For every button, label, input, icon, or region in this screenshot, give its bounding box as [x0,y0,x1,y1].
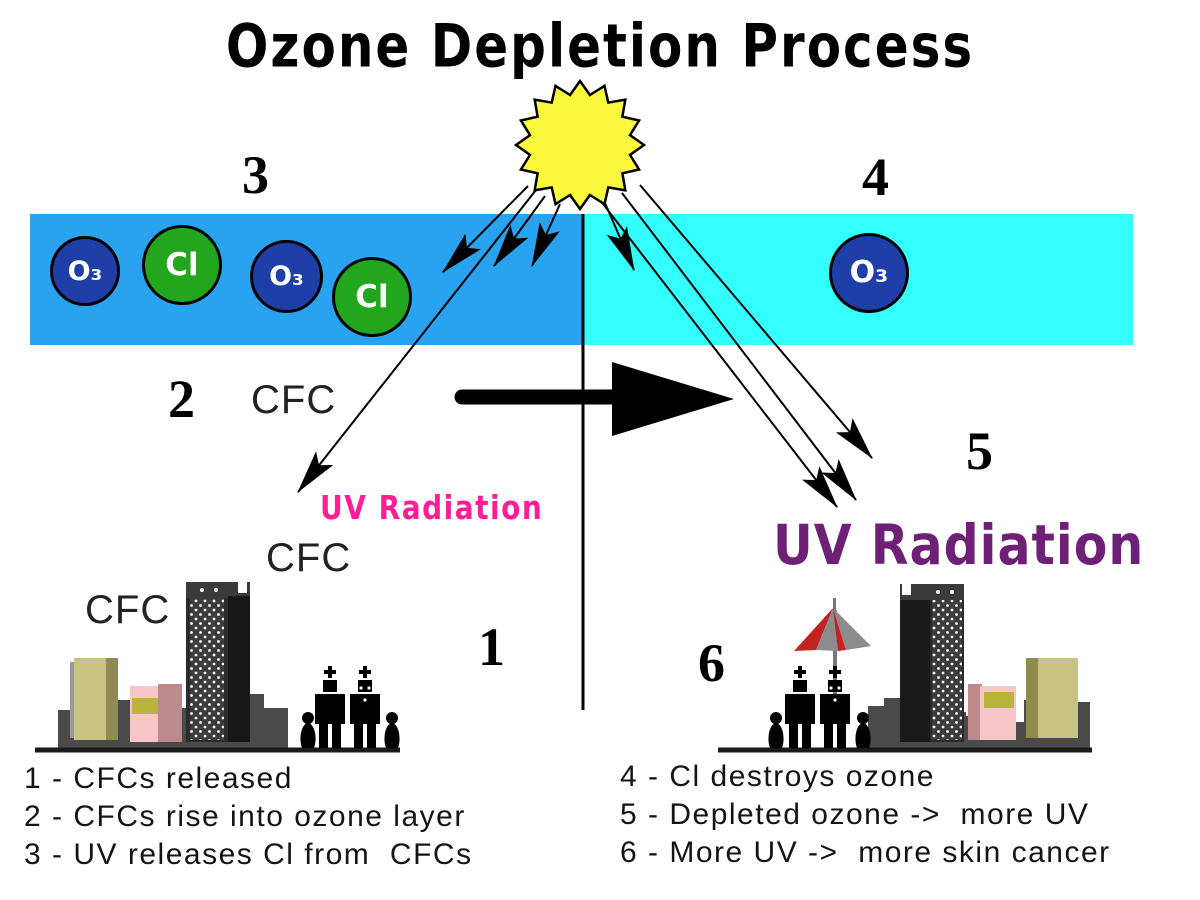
legend-item-4: 4 - Cl destroys ozone [620,760,935,793]
person-adult [315,666,345,748]
skyscraper-top-dot [214,588,218,592]
sunray-arrows-right [599,184,873,508]
step-number-4: 4 [862,147,889,207]
skyscraper-side [900,584,930,742]
legend-item-6: 6 - More UV -> more skin cancer [620,836,1111,869]
mauve-building [968,684,982,740]
sun-icon [513,78,647,212]
person-child [768,712,784,748]
transition-arrow [454,362,734,436]
uv-radiation-label-large: UV Radiation [773,513,1145,578]
molecule-cl: Cl [332,257,412,337]
person-adult [350,666,380,748]
skyscraper-top-dot [950,590,954,594]
person-adult-under-umbrella [820,666,850,748]
molecule-o3: O₃ [829,233,909,313]
khaki-building-shade [1026,658,1038,738]
sunray-arrow [442,185,529,273]
legend-right: 4 - Cl destroys ozone 5 - Depleted ozone… [620,758,1111,872]
uv-arrow [621,192,857,501]
legend-item-3: 3 - UV releases Cl from CFCs [24,838,473,871]
skyscraper-top [900,584,964,600]
cfc-label-middle: CFC [266,536,352,580]
legend-item-1: 1 - CFCs released [24,762,293,795]
skyscraper-facade [932,600,962,740]
page-title: Ozone Depletion Process [225,11,975,81]
step-number-5: 5 [966,421,993,481]
legend-item-2: 2 - CFCs rise into ozone layer [24,800,466,833]
pink-building-window [132,698,158,714]
person-child [855,712,871,748]
city-right [718,584,1092,753]
skyscraper-notch [902,584,911,595]
step-number-6: 6 [698,633,725,693]
skyscraper-notch [238,582,247,593]
umbrella-icon [794,598,871,698]
person-adult [785,666,815,748]
person-child [384,712,400,748]
khaki-building-shade [106,658,118,740]
legend-left: 1 - CFCs released 2 - CFCs rise into ozo… [24,760,473,874]
sunray-arrow [493,195,546,267]
building-edge [70,662,76,738]
uv-radiation-label-small: UV Radiation [320,488,544,528]
pink-building-window [984,692,1014,708]
sunray-arrow [531,203,561,267]
molecule-cl: Cl [142,225,222,305]
molecule-o3: O₃ [50,236,120,306]
step-number-1: 1 [478,617,505,677]
transition-arrow-head [612,362,734,436]
step-number-3: 3 [242,145,269,205]
mauve-building [158,684,182,742]
people-right [768,666,871,748]
people-left [300,666,400,748]
uv-arrow [639,184,873,459]
cfc-label-rising: CFC [251,378,337,422]
sunray-arrows-left [297,185,561,493]
skyscraper-facade [190,598,224,740]
step-number-2: 2 [168,369,195,429]
sunray-arrow-to-cfc [297,189,537,493]
person-child [300,712,316,748]
skyscraper-side [228,596,250,742]
city-left [35,582,400,753]
skyscraper-top-dot [200,588,204,592]
cfc-label-city: CFC [85,588,171,632]
molecule-o3: O₃ [250,240,323,313]
khaki-building [1038,658,1078,738]
uv-arrow [599,199,838,508]
skyscraper-top-dot [936,590,940,594]
legend-item-5: 5 - Depleted ozone -> more UV [620,798,1090,831]
